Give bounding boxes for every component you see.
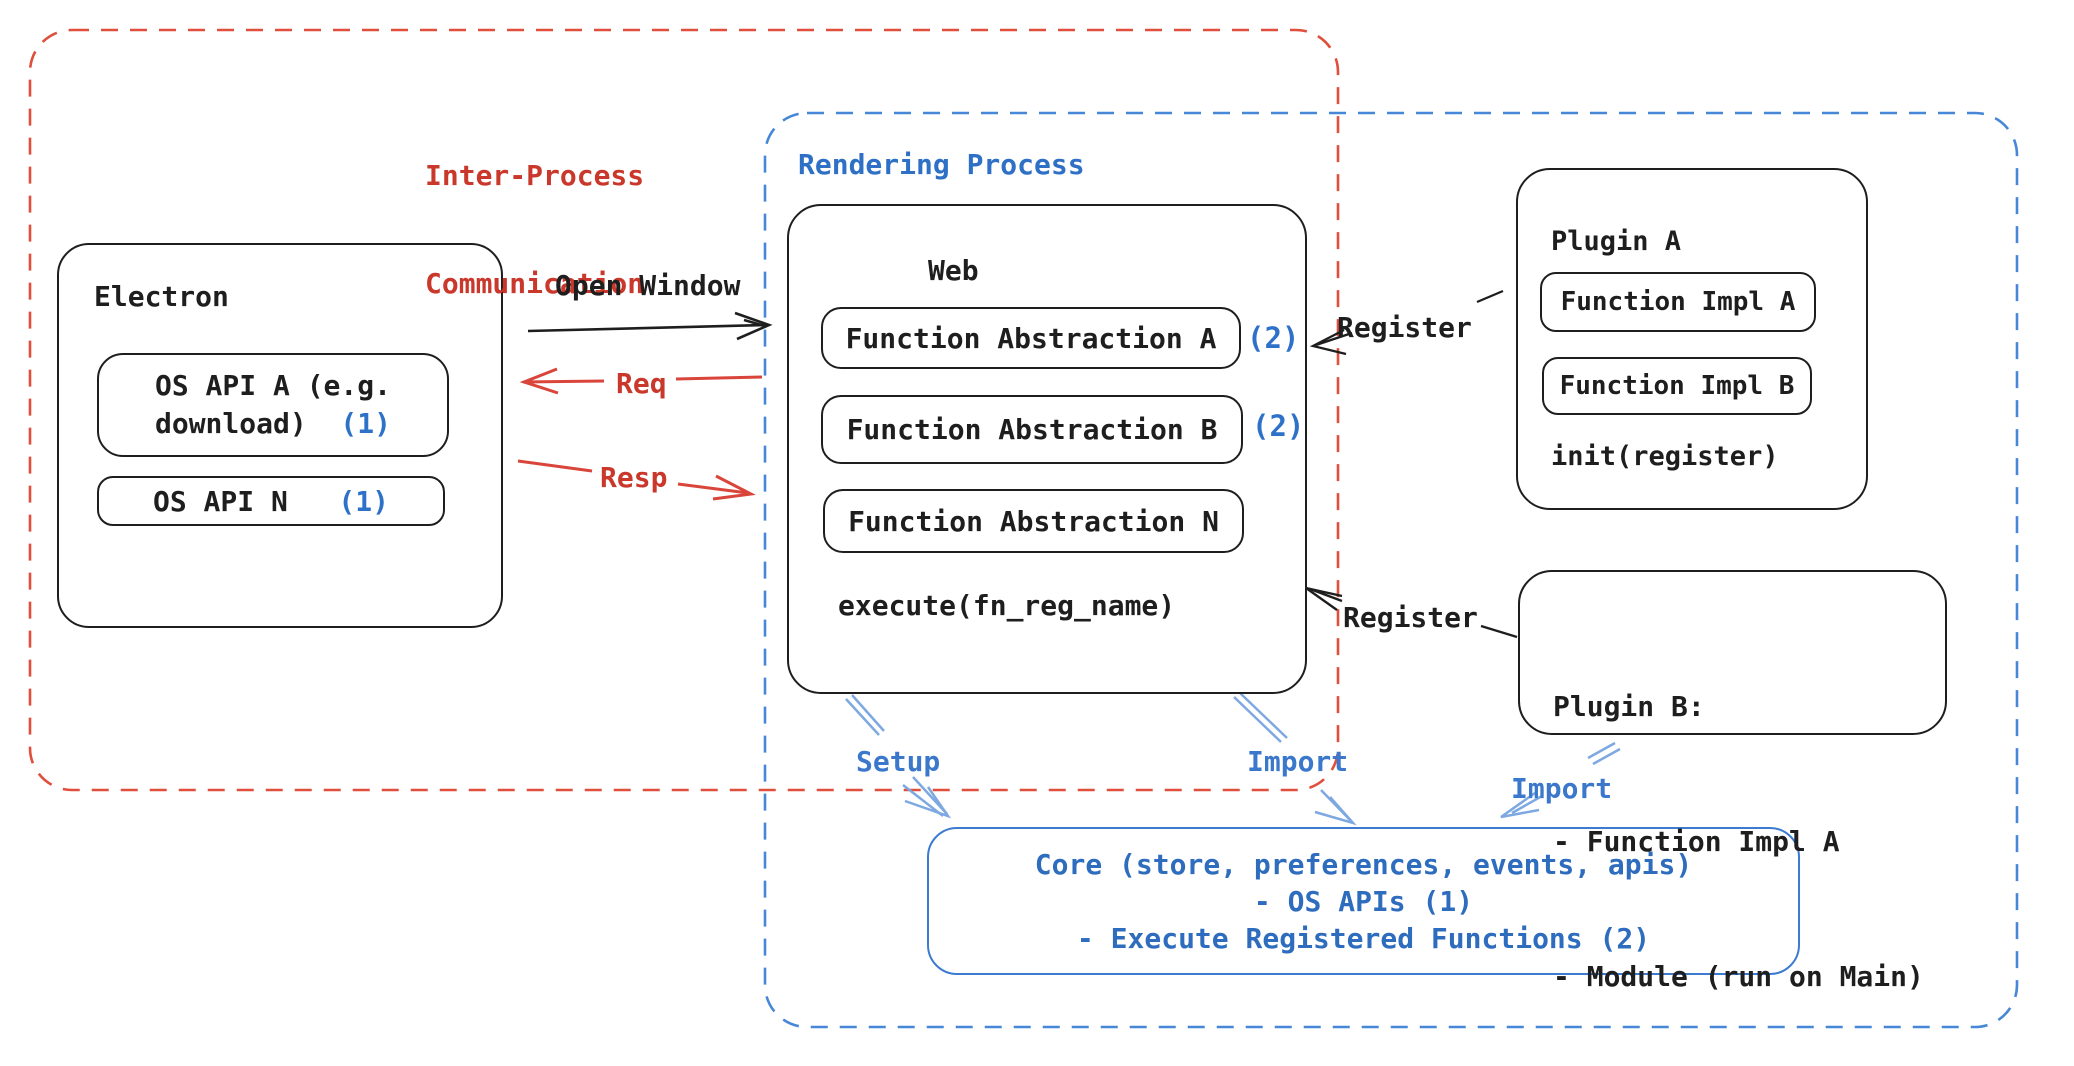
core-line1: Core (store, preferences, events, apis) [1034,847,1693,881]
os-api-n-badge: (1) [338,484,389,518]
os-api-a-badge: (1) [340,407,391,440]
register-bottom-label: Register [1343,601,1478,634]
web-title: Web [928,254,979,287]
req-label: Req [616,367,667,400]
ipc-dashed-region [28,28,1340,792]
function-abstraction-b-badge: (2) [1252,409,1305,443]
ipc-title-line2: Communication [425,267,645,300]
core-line2: - OS APIs (1) [1253,884,1474,918]
open-window-arrow [527,311,773,341]
plugin-a-box [1516,168,1868,510]
setup-label: Setup [856,745,941,778]
plugin-a-impl-b-box: Function Impl B [1542,357,1812,415]
rendering-dashed-region [763,111,2019,1029]
core-box: Core (store, preferences, events, apis) … [927,827,1800,975]
plugin-a-title: Plugin A [1551,226,1682,257]
open-window-label: Open Window [555,269,741,302]
os-api-a-line2: download) (1) [154,407,391,440]
req-arrow [519,367,763,395]
ipc-region-title: Inter-Process Communication [425,86,644,374]
resp-label: Resp [600,461,668,494]
plugin-b-item2: - Module (run on Main) [1553,960,1924,993]
setup-arrow [845,694,952,819]
plugin-a-impl-a-box: Function Impl A [1540,272,1816,332]
import-web-arrow [1233,692,1357,826]
plugin-b-content: Plugin B: - Function Impl A - Module (ru… [1553,594,1924,1066]
import-web-label: Import [1247,745,1349,778]
plugin-b-title: Plugin B: [1553,690,1705,723]
plugin-a-init-label: init(register) [1551,441,1779,472]
ipc-title-line1: Inter-Process [425,159,645,192]
resp-arrow [517,459,756,501]
electron-title: Electron [94,280,229,313]
os-api-a-box: OS API A (e.g. download) (1) [97,353,449,457]
function-abstraction-b-box: Function Abstraction B [821,395,1243,464]
import-plugin-label: Import [1511,772,1613,805]
rendering-region-title: Rendering Process [798,148,1085,181]
os-api-n-label: OS API N [152,484,288,518]
register-top-label: Register [1337,311,1472,344]
function-abstraction-a-badge: (2) [1247,321,1300,355]
function-abstraction-a-box: Function Abstraction A [821,307,1241,369]
core-line3: - Execute Registered Functions (2) [1076,921,1651,955]
os-api-a-line1: OS API A (e.g. [154,369,391,402]
plugin-b-item1: - Function Impl A [1553,825,1840,858]
function-abstraction-n-box: Function Abstraction N [823,489,1244,553]
execute-label: execute(fn_reg_name) [838,589,1176,622]
plugin-b-box [1518,570,1947,735]
import-plugin-arrow [1500,741,1621,819]
os-api-n-box: OS API N (1) [97,476,445,526]
register-top-arrow [1309,289,1504,356]
